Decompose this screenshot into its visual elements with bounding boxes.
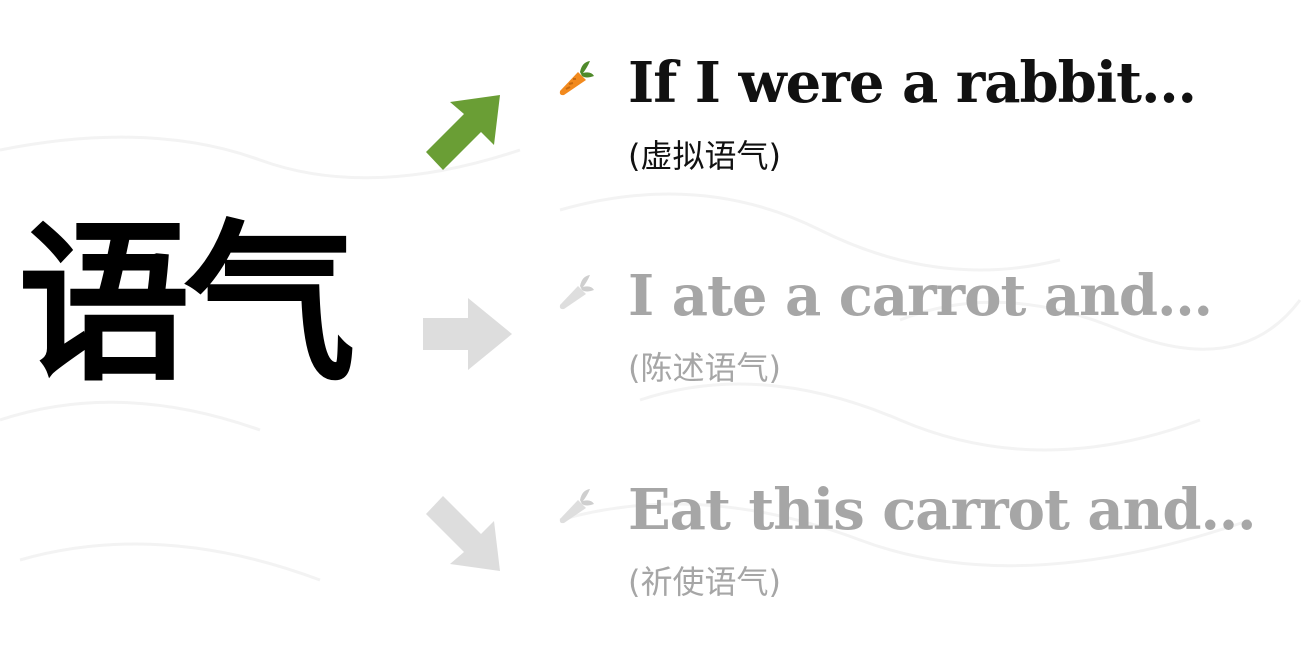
arrow-right-icon <box>423 298 512 370</box>
sentence-indicative: I ate a carrot and… <box>628 263 1213 329</box>
mood-label-indicative: (陈述语气) <box>628 349 781 387</box>
carrot-icon <box>559 61 594 96</box>
sentence-imperative: Eat this carrot and… <box>628 477 1256 543</box>
main-title: 语气 <box>18 202 356 405</box>
mood-label-subjunctive: (虚拟语气) <box>628 137 781 175</box>
carrot-icon <box>559 489 594 524</box>
arrow-up-right-icon <box>426 95 500 170</box>
sentence-subjunctive: If I were a rabbit… <box>628 50 1197 116</box>
arrow-down-right-icon <box>426 496 500 571</box>
mood-label-imperative: (祈使语气) <box>628 563 781 601</box>
carrot-icon <box>559 275 594 310</box>
